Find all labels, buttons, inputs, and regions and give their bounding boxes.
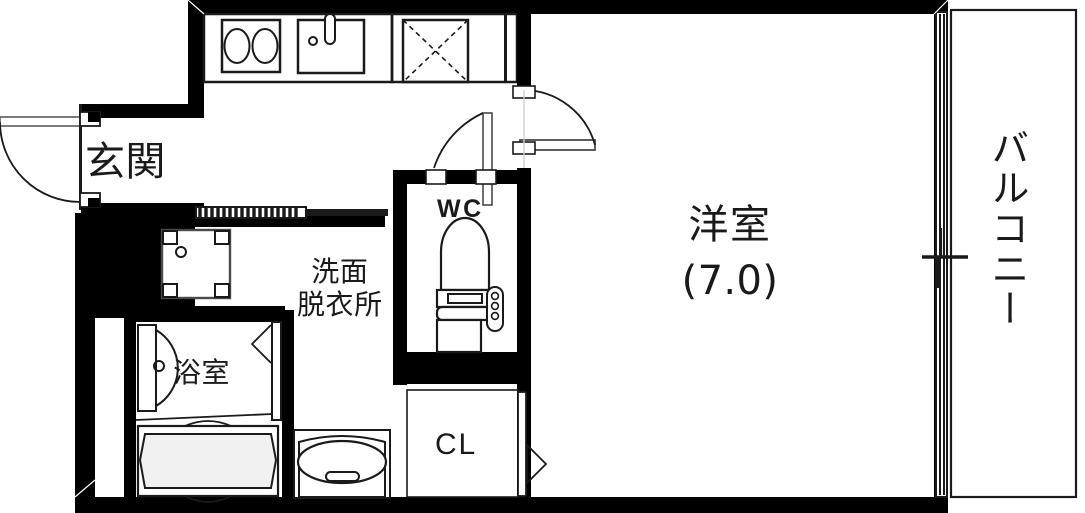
washroom-fixtures — [160, 228, 391, 499]
wc-fixtures — [435, 216, 504, 354]
refrigerator-space-icon — [401, 18, 470, 84]
bathroom-fixtures — [135, 321, 282, 503]
closet-door — [406, 389, 548, 498]
bathroom-folding-door — [135, 321, 282, 421]
toilet-paper-holder-icon — [486, 286, 504, 332]
balcony-sliding-door — [922, 11, 968, 498]
hall-swing-door — [425, 112, 497, 206]
main-room-swing-door — [512, 85, 596, 168]
vanity-washbasin-icon — [293, 429, 391, 499]
washing-machine-pan-icon — [160, 228, 232, 300]
entrance-door — [0, 111, 101, 208]
stove-icon — [220, 18, 282, 74]
shower-panel-icon — [137, 324, 179, 412]
sink-icon — [296, 13, 366, 75]
kitchen-area — [202, 12, 519, 84]
entrance-step-threshold — [195, 206, 388, 219]
balcony-outline — [949, 8, 1078, 499]
bathtub-icon — [136, 420, 280, 503]
wall-corner-accents — [74, 0, 949, 498]
